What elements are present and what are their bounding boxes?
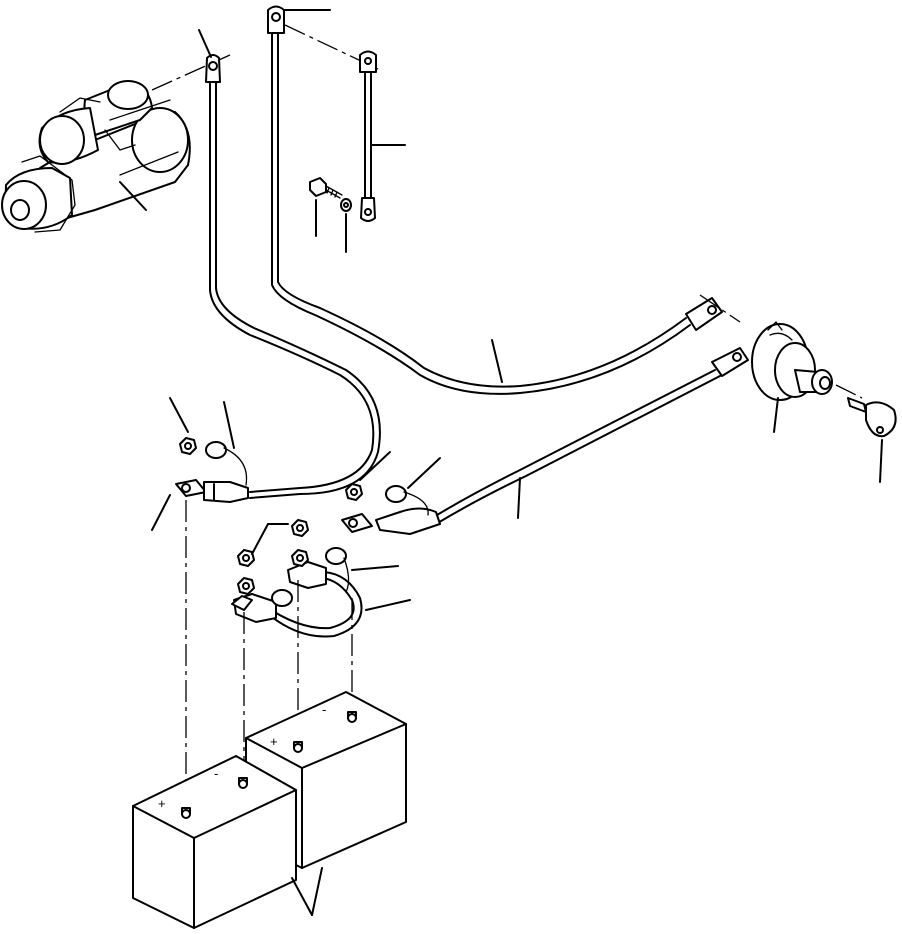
starter-cable [198,29,381,499]
starter-motor [1,80,191,233]
terminal-nut-b [345,451,391,501]
switch-cable [375,347,749,535]
ground-cable [267,5,723,395]
terminal-cap-c [325,547,399,593]
switch-to-key-centerline [835,384,863,399]
ground-to-switch-centerline [699,294,741,323]
terminal-cap-b [385,457,441,516]
terminal-nut-f [237,577,255,595]
front-plus-label: + [158,796,166,811]
terminal-nut-c [267,519,309,537]
terminal-nut-a [169,397,197,455]
ignition-switch [751,321,833,433]
battery-callout [291,867,323,916]
terminal-nut-d [237,523,269,567]
ignition-key [847,397,897,483]
battery-front: + - [132,755,297,929]
rear-minus-label: - [322,702,326,717]
rear-plus-label: + [270,734,278,749]
starter-callout-leader [119,181,147,211]
terminal-cap-a [205,401,248,486]
terminal-lug-a [151,479,249,531]
bolt-and-washer [309,177,352,253]
short-cable [359,50,406,222]
jumper-cable [231,561,363,638]
starter-to-cable-centerline [151,54,231,91]
terminal-lug-b [341,513,373,533]
front-minus-label: - [214,766,218,781]
terminal-nut-e [291,549,309,567]
terminal-cap-d [271,589,411,611]
